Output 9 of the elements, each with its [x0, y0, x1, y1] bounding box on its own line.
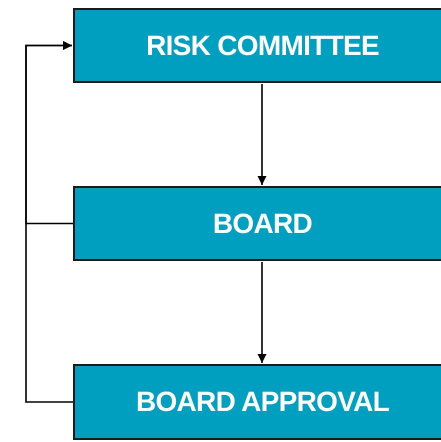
process-box — [73, 8, 441, 83]
box-label: RISK COMMITTEE — [146, 28, 379, 62]
arrow — [258, 262, 266, 363]
process-box — [73, 186, 441, 261]
arrow — [25, 41, 73, 403]
process-box — [73, 364, 441, 440]
box-label: BOARD APPROVAL — [136, 385, 390, 419]
arrow — [258, 84, 266, 185]
box-label: BOARD — [212, 206, 312, 240]
